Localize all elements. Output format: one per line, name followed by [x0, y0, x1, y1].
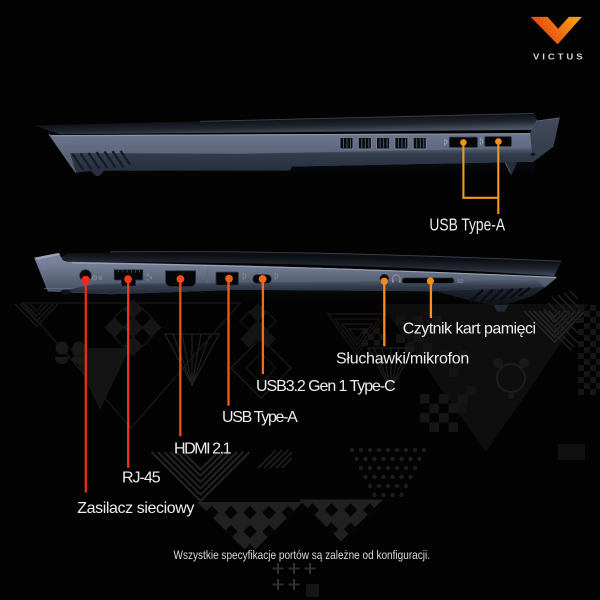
svg-text:SD: SD [457, 279, 464, 285]
svg-text:RJ-45: RJ-45 [122, 470, 161, 487]
svg-text:HDMI 2.1: HDMI 2.1 [174, 441, 232, 458]
svg-text:USB Type-A: USB Type-A [222, 409, 298, 426]
svg-text:USB3.2 Gen 1 Type-C: USB3.2 Gen 1 Type-C [256, 378, 396, 395]
svg-text:USB Type-A: USB Type-A [429, 214, 505, 234]
svg-text:Wszystkie specyfikacje portów: Wszystkie specyfikacje portów są zależne… [174, 548, 431, 562]
svg-text:Zasilacz sieciowy: Zasilacz sieciowy [77, 500, 194, 517]
svg-text:Czytnik kart pamięci: Czytnik kart pamięci [403, 321, 536, 338]
svg-text:Słuchawki/mikrofon: Słuchawki/mikrofon [336, 350, 469, 367]
svg-text:VICTUS: VICTUS [533, 53, 586, 62]
